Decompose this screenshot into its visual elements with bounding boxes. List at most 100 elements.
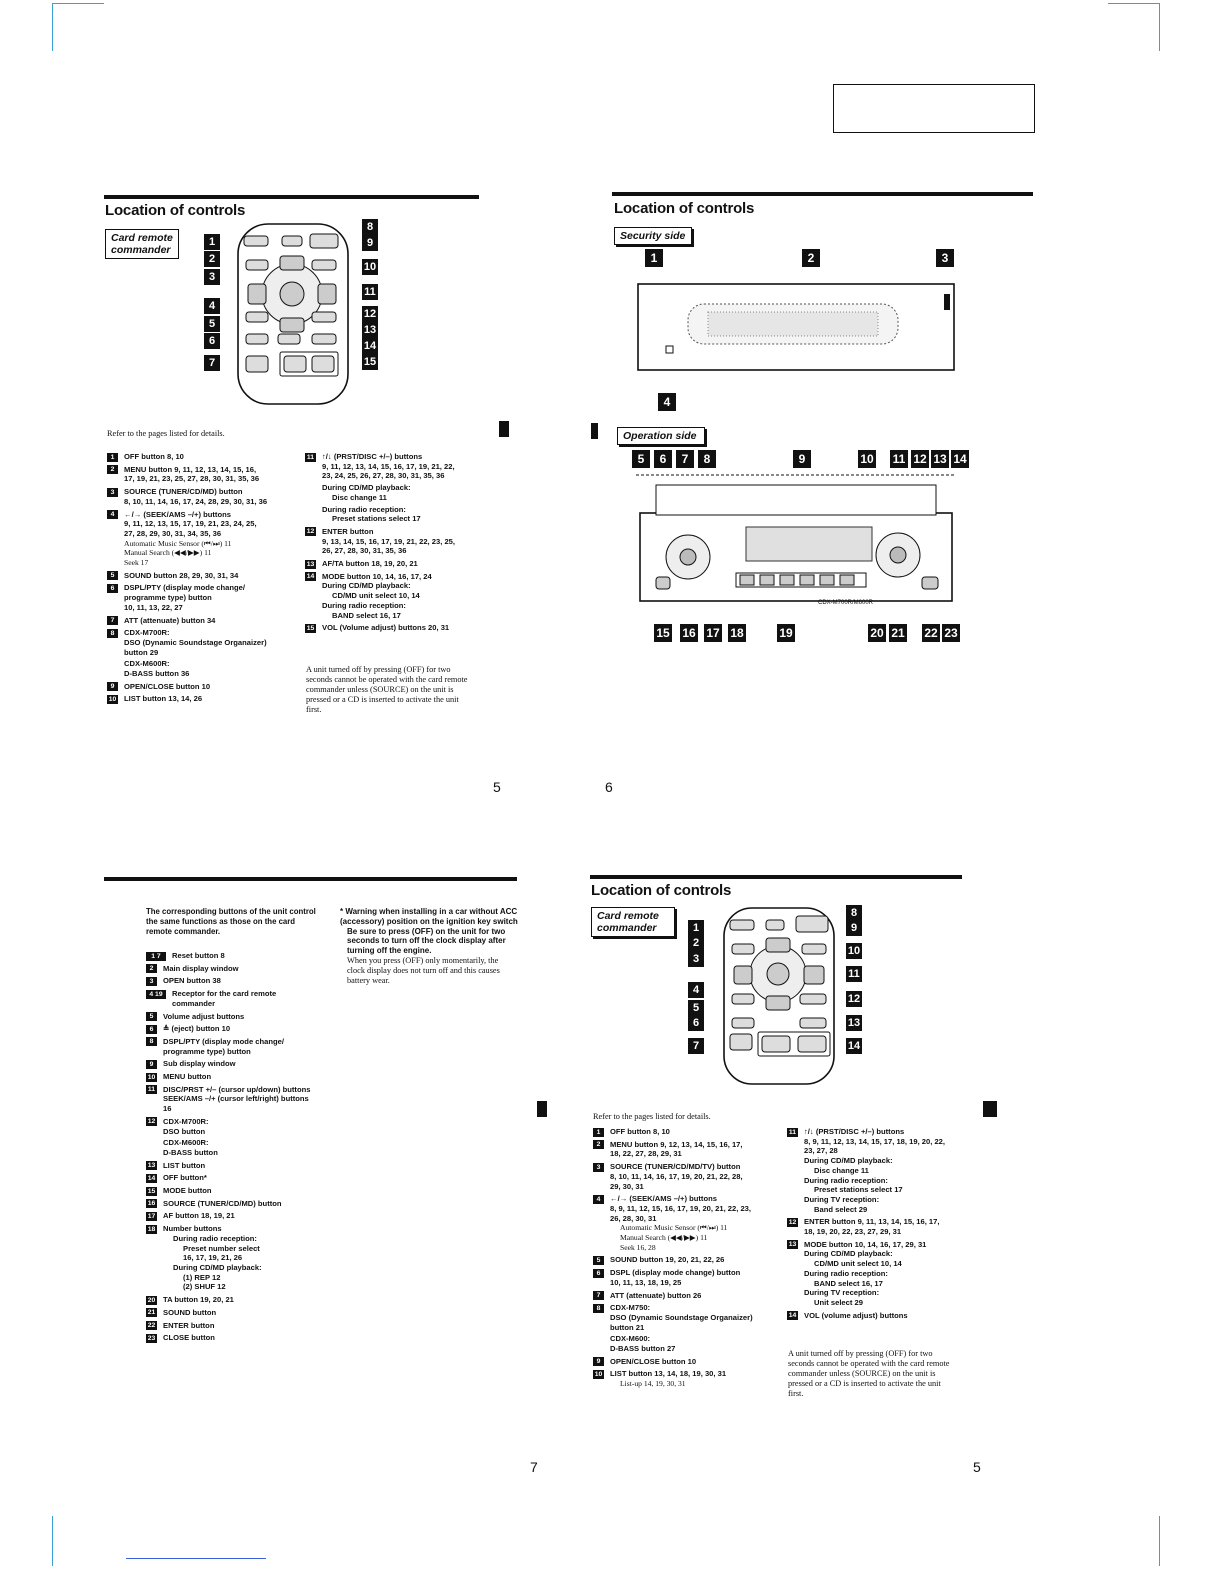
q1-callout-11: 11 [362, 284, 378, 300]
q2-op-callout-18: 18 [728, 624, 746, 642]
q2-op-callout-19: 19 [777, 624, 795, 642]
q4-callout-5: 5 [688, 1000, 704, 1016]
q4-callout-7: 7 [688, 1038, 704, 1054]
q1-callout-14: 14 [362, 338, 378, 354]
q1-callout-3: 3 [204, 269, 220, 285]
q2-tag-operation: Operation side [617, 427, 705, 445]
q2-op-callout-11: 11 [890, 450, 908, 468]
q2-op-callout-5: 5 [632, 450, 650, 468]
q1-callout-7: 7 [204, 355, 220, 371]
q1-note: A unit turned off by pressing (OFF) for … [306, 665, 468, 714]
q3-intro: The corresponding buttons of the unit co… [146, 907, 316, 936]
q1-callout-10: 10 [362, 259, 378, 275]
crop-mark-bl-v [52, 1516, 53, 1566]
q1-callout-13: 13 [362, 322, 378, 338]
q2-op-callout-8: 8 [698, 450, 716, 468]
q4-callout-8: 8 [846, 905, 862, 921]
q4-callout-12: 12 [846, 991, 862, 1007]
q2-op-callout-9: 9 [793, 450, 811, 468]
q3-warning: * Warning when installing in a car witho… [340, 907, 518, 985]
q2-security-side-illustration [637, 283, 955, 371]
crop-mark-tr-v [1159, 3, 1160, 51]
q1-title: Location of controls [105, 202, 246, 219]
q1-callout-12: 12 [362, 306, 378, 322]
q1-callout-5: 5 [204, 316, 220, 332]
q2-title: Location of controls [614, 200, 755, 217]
q4-callout-11: 11 [846, 966, 862, 982]
q4-title: Location of controls [591, 882, 732, 899]
q3-warning-title: * Warning when installing in a car witho… [340, 907, 518, 926]
q2-op-callout-7: 7 [676, 450, 694, 468]
crop-mark-br-v [1159, 1516, 1160, 1566]
q1-callout-9: 9 [362, 235, 378, 251]
q4-page-number: 5 [973, 1459, 981, 1475]
q2-sec-callout-3: 3 [936, 249, 954, 267]
q2-op-callout-21: 21 [889, 624, 907, 642]
q3-warning-serif: When you press (OFF) only momentarily, t… [347, 955, 500, 985]
q1-page-number: 5 [493, 779, 501, 795]
q4-remote-illustration [723, 907, 835, 1085]
q1-callout-15: 15 [362, 354, 378, 370]
q2-tag-security: Security side [614, 227, 692, 245]
q4-callout-13: 13 [846, 1015, 862, 1031]
q2-op-callout-15: 15 [654, 624, 672, 642]
q2-op-callout-13: 13 [931, 450, 949, 468]
q1-callout-2: 2 [204, 251, 220, 267]
q4-callout-3: 3 [688, 951, 704, 967]
q4-callout-6: 6 [688, 1015, 704, 1031]
q4-callout-10: 10 [846, 943, 862, 959]
header-empty-box [833, 84, 1035, 133]
q2-sec-callout-4: 4 [658, 393, 676, 411]
q2-sec-callout-1: 1 [645, 249, 663, 267]
q2-op-callout-10: 10 [858, 450, 876, 468]
q2-op-callout-12: 12 [911, 450, 929, 468]
q4-refer: Refer to the pages listed for details. [593, 1112, 711, 1121]
crop-mark-tl-v [52, 3, 53, 51]
q4-tag: Card remote commander [591, 907, 675, 937]
list-item: 6≜ (eject) button 10 [146, 1024, 336, 1034]
q2-op-callout-23: 23 [942, 624, 960, 642]
q2-op-callout-6: 6 [654, 450, 672, 468]
q2-op-callout-16: 16 [680, 624, 698, 642]
q1-tag: Card remote commander [105, 229, 179, 259]
q2-page-number: 6 [605, 779, 613, 795]
q2-op-callout-14: 14 [951, 450, 969, 468]
q2-op-callout-20: 20 [868, 624, 886, 642]
q2-side-mark [591, 423, 598, 439]
q4-callout-14: 14 [846, 1038, 862, 1054]
q1-side-mark [499, 421, 509, 437]
q1-callout-6: 6 [204, 333, 220, 349]
